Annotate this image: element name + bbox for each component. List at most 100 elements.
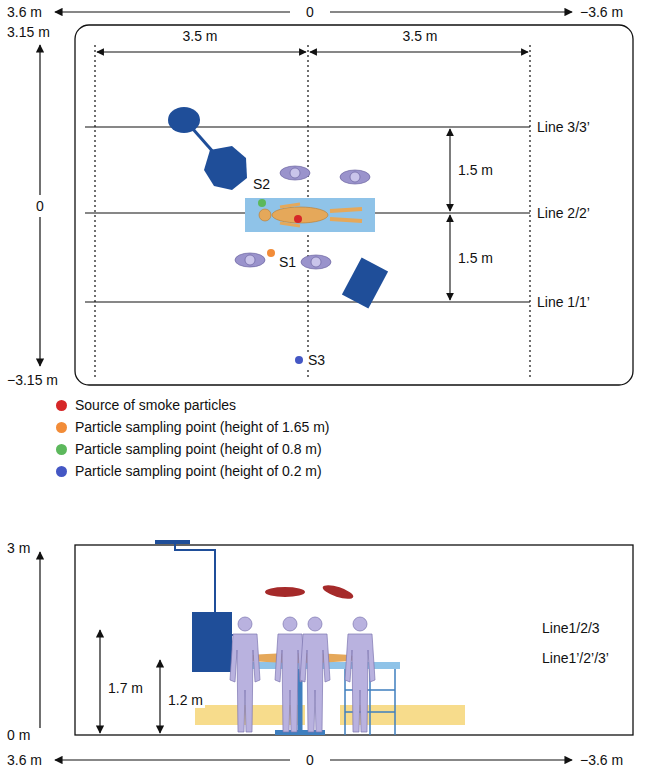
dimension-arrow (159, 660, 160, 733)
surgeon-body (275, 634, 305, 732)
dimension-arrow (97, 51, 306, 52)
axis-label: 0 (304, 4, 316, 20)
patient-leg (330, 219, 362, 221)
legend-swatch (56, 444, 67, 455)
axis-label: 3.6 m (5, 752, 44, 768)
sampling-dot (295, 356, 303, 364)
line-label: Line 2/2’ (535, 205, 592, 221)
smoke-source-dot (294, 215, 302, 223)
dimension-label: 1.2 m (166, 692, 205, 708)
dimension-arrows (97, 52, 528, 300)
side-axes (40, 552, 572, 760)
legend-text: Source of smoke particles (75, 397, 236, 413)
axis-arrow (39, 217, 40, 366)
sampling-point-label: S3 (306, 352, 327, 368)
axis-label: 0 (304, 752, 316, 768)
legend-swatch (56, 422, 67, 433)
dimension-label: 3.5 m (180, 28, 219, 44)
surgeon-head (350, 172, 360, 182)
surgical-lamp (265, 587, 305, 597)
surgeon-head (290, 168, 300, 178)
patient-arm (280, 204, 300, 207)
legend-entry: Particle sampling point (height of 0.2 m… (56, 463, 322, 479)
axis-arrow (330, 11, 572, 12)
surgeon-figure (230, 617, 260, 732)
measure-line (85, 126, 530, 127)
axis-arrow (39, 552, 40, 728)
instrument-table (342, 257, 388, 308)
surgeon (235, 253, 265, 267)
legend-entry: Particle sampling point (height of 1.65 … (56, 419, 329, 435)
surgeon-figure (300, 617, 330, 732)
axis-label: 3.6 m (5, 4, 44, 20)
points (258, 199, 303, 364)
legend-text: Particle sampling point (height of 0.2 m… (75, 463, 322, 479)
patient-head (259, 209, 271, 221)
sampling-dot (267, 249, 275, 257)
dimension-arrow (99, 630, 100, 733)
patient-top (259, 204, 362, 226)
operating-table (245, 198, 375, 232)
axis-label: −3.6 m (578, 4, 625, 20)
patient-arm (280, 223, 300, 226)
floor-grilles (195, 705, 465, 725)
measure-line (85, 301, 530, 302)
surgeon-body (230, 634, 260, 732)
surgeons-side (230, 617, 375, 732)
legend-text: Particle sampling point (height of 1.65 … (75, 419, 329, 435)
legend-entry: Source of smoke particles (56, 397, 236, 413)
axis-label: 0 (34, 198, 46, 214)
axis-label: 0 m (5, 727, 32, 743)
axis-label: −3.6 m (578, 752, 625, 768)
surgeon-head (308, 617, 322, 631)
axis-arrow (55, 759, 290, 760)
dimension-arrow (310, 51, 528, 52)
axis-label: −3.15 m (5, 372, 60, 388)
surgeon (280, 166, 310, 180)
lamp-arm (175, 544, 215, 612)
surgeons-top (235, 166, 370, 269)
dimension-label: 1.5 m (456, 250, 495, 266)
patient-leg (330, 209, 362, 211)
legend-swatch (56, 400, 67, 411)
dimension-label: 3.5 m (400, 28, 439, 44)
legend-swatch (56, 466, 67, 477)
anesthesia-machine (204, 146, 247, 190)
surgeon-body (300, 634, 330, 732)
sampling-point-label: S2 (251, 176, 272, 192)
dimension-arrow (449, 215, 450, 300)
surgeon (340, 170, 370, 184)
axis-arrow (330, 759, 572, 760)
surgical-lamp (321, 582, 355, 601)
side-room-outline (75, 545, 633, 735)
line-label: Line 1/1’ (535, 294, 592, 310)
axis-label: 3.15 m (5, 24, 52, 40)
surgeon-head (311, 257, 321, 267)
legend-entry: Particle sampling point (height of 0.8 m… (56, 441, 322, 457)
surgeon-body (345, 634, 375, 732)
equipment-top (168, 107, 388, 309)
line-label: Line 3/3’ (535, 119, 592, 135)
surgeon-figure (345, 617, 375, 732)
sampling-dot (258, 199, 266, 207)
dimension-arrow (449, 129, 450, 211)
sampling-point-label: S1 (277, 254, 298, 270)
patient-body (272, 207, 328, 223)
ceiling-mount (155, 540, 190, 544)
line-label: Line1/2/3 (540, 620, 602, 636)
measure-lines (85, 127, 530, 302)
line-label: Line1’/2’/3’ (540, 650, 611, 666)
axis-label: 3 m (5, 540, 32, 556)
axis-arrow (55, 11, 290, 12)
equipment-side (155, 540, 400, 735)
legend-text: Particle sampling point (height of 0.8 m… (75, 441, 322, 457)
surgeon-head (238, 617, 252, 631)
axis-arrow (39, 45, 40, 195)
surgeon-head (283, 617, 297, 631)
top-axis (40, 12, 572, 366)
anesthesia-machine (192, 612, 232, 672)
surgeon-head (353, 617, 367, 631)
lamp-head (168, 107, 200, 133)
surgeon (301, 255, 331, 269)
room-outline (75, 25, 633, 385)
